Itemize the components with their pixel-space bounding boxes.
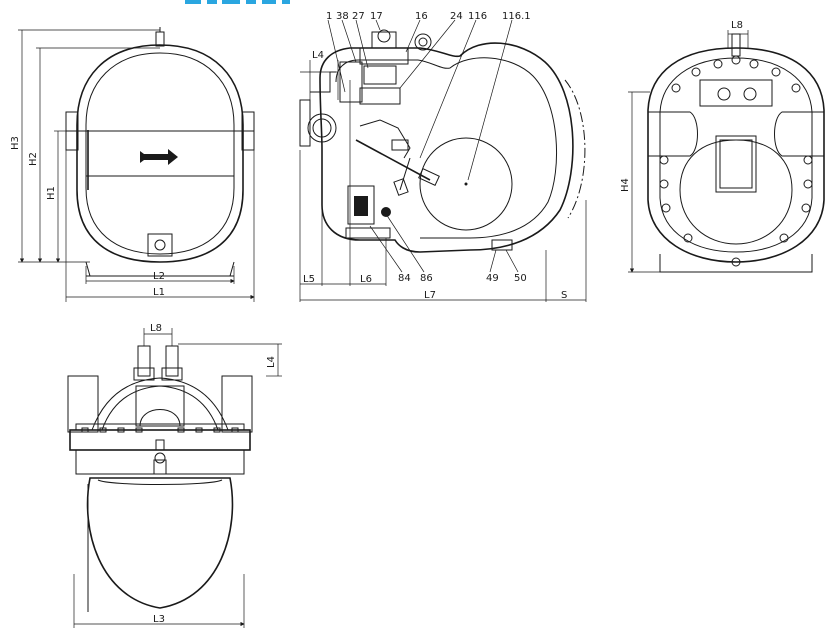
header-strip (185, 0, 290, 4)
section-view: 1 38 27 17 16 24 116 116.1 84 86 49 50 L… (299, 11, 587, 302)
part-17: 17 (370, 11, 383, 22)
part-16: 16 (415, 11, 428, 22)
dim-label-l2: L2 (153, 271, 165, 282)
dim-label-l6: L6 (360, 274, 372, 285)
dim-label-l4-top: L4 (266, 356, 277, 368)
part-50: 50 (514, 273, 527, 284)
bolt-holes (659, 55, 813, 267)
part-24: 24 (450, 11, 463, 22)
dim-label-l7: L7 (424, 290, 436, 301)
dim-label-h1: H1 (46, 186, 57, 200)
dim-label-l5: L5 (303, 274, 315, 285)
dim-label-l4: L4 (312, 50, 324, 61)
dim-label-h2: H2 (28, 152, 39, 166)
flange-bolts (81, 427, 239, 433)
part-116: 116 (468, 11, 487, 22)
dim-label-l3: L3 (153, 614, 165, 625)
dim-label-s: S (561, 290, 567, 301)
part-49: 49 (486, 273, 499, 284)
part-86: 86 (420, 273, 433, 284)
dim-label-l1: L1 (153, 287, 165, 298)
dim-label-h4: H4 (620, 178, 631, 192)
front-view: H3 H2 H1 L2 L1 (10, 27, 255, 302)
part-38: 38 (336, 11, 349, 22)
part-27: 27 (352, 11, 365, 22)
part-116-1: 116.1 (502, 11, 531, 22)
part-1: 1 (326, 11, 332, 22)
dim-label-l8-top: L8 (150, 323, 162, 334)
dim-label-h3: H3 (10, 136, 21, 150)
part-84: 84 (398, 273, 411, 284)
side-view: L8 H4 (620, 20, 825, 273)
top-view: L8 L4 L3 (67, 323, 282, 628)
dim-label-l8-side: L8 (731, 20, 743, 31)
